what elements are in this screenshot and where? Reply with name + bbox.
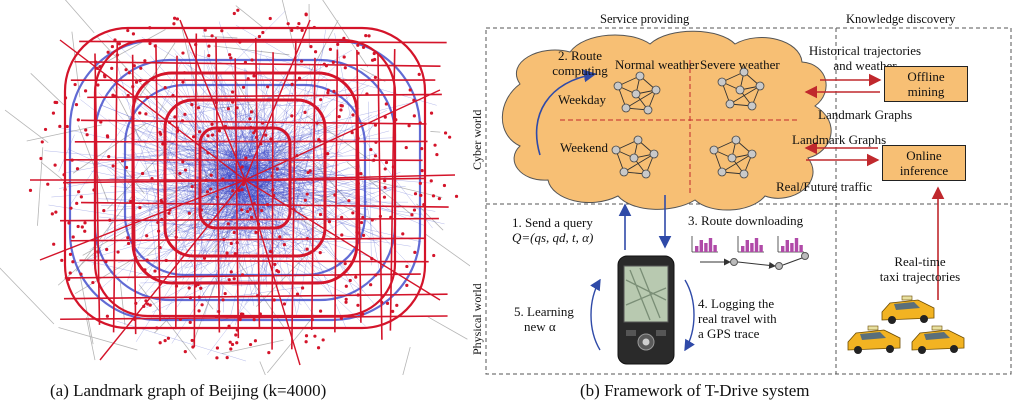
route-computing-line2: computing: [552, 63, 608, 78]
route-chain: [700, 252, 809, 270]
label-step4: 4. Logging the real travel with a GPS tr…: [698, 296, 777, 341]
header-knowledge-discovery: Knowledge discovery: [846, 12, 956, 26]
label-step5: 5. Learning new α: [514, 304, 574, 334]
hist-line2: and weather: [833, 58, 897, 73]
landmark-nodes: [28, 8, 459, 360]
step5-line1: 5. Learning: [514, 304, 574, 319]
step5-line2: new α: [524, 319, 556, 334]
header-service-providing: Service providing: [600, 12, 690, 26]
online-line1: Online: [906, 148, 942, 163]
step4-line3: a GPS trace: [698, 326, 760, 341]
label-step3: 3. Route downloading: [688, 213, 804, 228]
step1-line1: 1. Send a query: [512, 215, 593, 230]
label-route-computing: 2. Route computing: [540, 48, 620, 78]
label-real-future-traffic: Real/Future traffic: [776, 179, 873, 194]
cloud-mini-graphs: [611, 67, 765, 179]
taxis: [847, 295, 965, 354]
realtime-line2: taxi trajectories: [879, 269, 961, 284]
learning-arc: [590, 278, 601, 351]
label-weekend: Weekend: [560, 140, 609, 155]
realtime-line1: Real-time: [894, 254, 946, 269]
label-realtime-taxi: Real-time taxi trajectories: [850, 254, 990, 284]
hist-line1: Historical trajectories: [808, 43, 922, 58]
route-computing-line1: 2. Route: [557, 48, 603, 63]
route-download-bars: [691, 236, 804, 253]
online-line2: inference: [899, 163, 949, 178]
frame-outer: [485, 27, 1012, 375]
label-step1: 1. Send a query Q=(qs, qd, t, α): [512, 215, 593, 245]
label-severe-weather: Severe weather: [700, 57, 780, 72]
label-physical-world: Physical world: [470, 283, 484, 355]
beijing-landmark-map: [0, 0, 470, 375]
red-landmark-roads: [30, 19, 456, 366]
route-computing-arrow: [535, 69, 597, 156]
label-normal-weather: Normal weather: [615, 57, 700, 72]
step4-line2: real travel with: [698, 311, 777, 326]
label-historical-trajectories: Historical trajectories and weather: [785, 43, 945, 73]
label-weekday: Weekday: [558, 92, 607, 107]
step4-line1: 4. Logging the: [698, 296, 775, 311]
label-cyber-world: Cyber world: [470, 109, 484, 170]
offline-line2: mining: [907, 84, 945, 99]
label-landmark-graphs-2: Landmark Graphs: [792, 132, 887, 147]
offline-line1: Offline: [907, 69, 945, 84]
caption-right: (b) Framework of T-Drive system: [580, 381, 810, 400]
step1-query: Q=(qs, qd, t, α): [512, 230, 594, 245]
smartphone: [617, 255, 675, 365]
logging-arc: [684, 279, 695, 352]
caption-left: (a) Landmark graph of Beijing (k=4000): [50, 381, 327, 400]
label-landmark-graphs-1: Landmark Graphs: [818, 107, 913, 122]
